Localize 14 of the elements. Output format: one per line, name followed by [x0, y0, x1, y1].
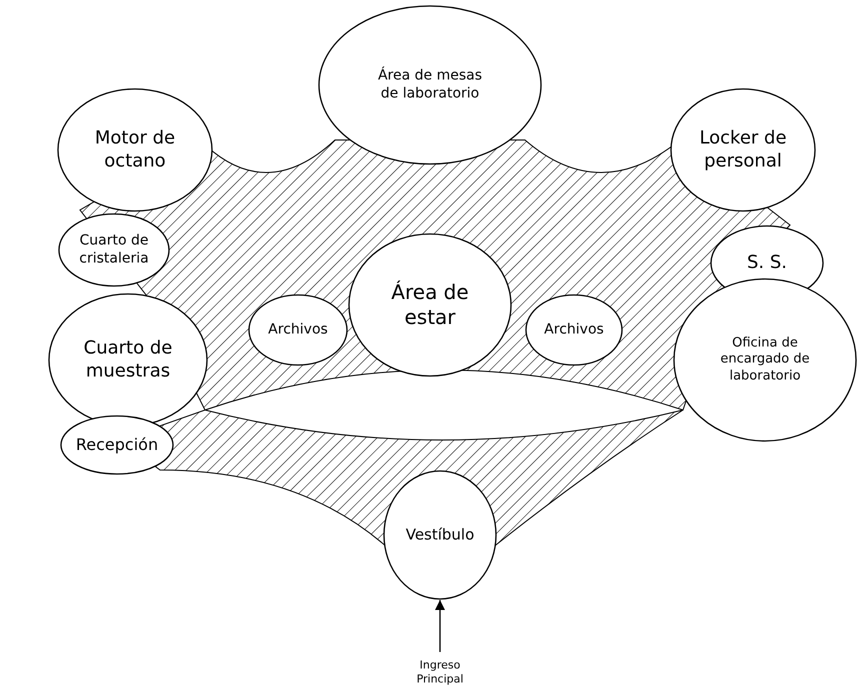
- room-label: Motor de octano: [94, 128, 176, 172]
- room-label: S. S.: [746, 252, 788, 274]
- entrance-label: Ingreso Principal: [416, 658, 464, 686]
- room-label: Archivos: [267, 321, 329, 339]
- room-label: Área de mesas de laboratorio: [376, 68, 484, 102]
- room-label: Cuarto de muestras: [82, 338, 174, 382]
- room-label: Oficina de encargado de laboratorio: [719, 336, 811, 384]
- room-label: Cuarto de cristaleria: [78, 232, 150, 268]
- room-label: Locker de personal: [698, 128, 788, 172]
- room-label: Área de estar: [390, 280, 470, 330]
- room-label: Archivos: [543, 321, 605, 339]
- room-label: Recepción: [74, 435, 160, 455]
- room-label: Vestíbulo: [404, 526, 476, 544]
- arrow: [435, 600, 445, 652]
